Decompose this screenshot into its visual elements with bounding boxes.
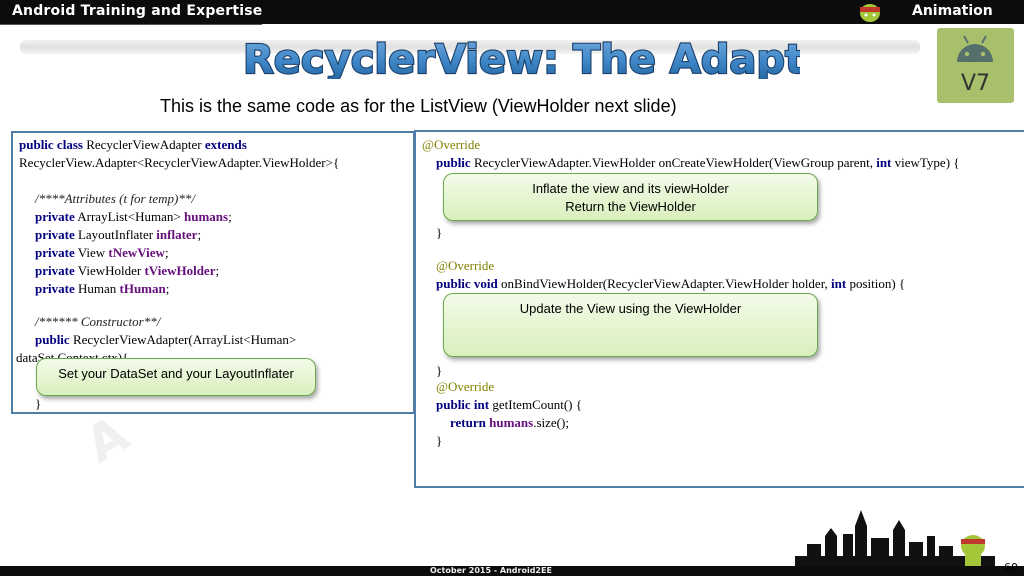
page-number: 60 <box>1004 561 1018 574</box>
code-annotation: @Override <box>422 137 481 152</box>
code-line-superclass: RecyclerView.Adapter<RecyclerViewAdapter… <box>19 155 340 170</box>
callout-text: Inflate the view and its viewHolder <box>532 181 729 196</box>
code-field-line: private Human tHuman; <box>35 281 170 296</box>
code-line-close: } <box>436 225 443 240</box>
callout-text: Update the View using the ViewHolder <box>519 301 742 316</box>
slide-title: RecyclerView: The AdapterCode RecyclerVi… <box>242 36 800 79</box>
slide-subtitle: This is the same code as for the ListVie… <box>160 96 677 116</box>
code-field-line: private ArrayList<Human> humans; <box>35 209 232 224</box>
code-comment-attributes: /****Attributes (t for temp)**/ <box>35 191 195 206</box>
code-line-close: } <box>436 433 443 448</box>
city-skyline-icon <box>795 510 995 568</box>
code-line-close: } <box>436 363 443 378</box>
footer-bar: October 2015 - Android2EE <box>0 566 1024 576</box>
svg-text:RecyclerView: The AdapterCode: RecyclerView: The AdapterCode <box>243 37 800 79</box>
code-annotation: @Override <box>436 379 495 394</box>
code-line-close: } <box>35 396 42 411</box>
oncreate-callout: Inflate the view and its viewHolder Retu… <box>443 173 818 221</box>
code-field-line: private LayoutInflater inflater; <box>35 227 202 242</box>
android-mascot-icon <box>860 4 880 22</box>
onbind-callout: Update the View using the ViewHolder <box>443 293 818 357</box>
footer-date: October 2015 - Android2EE <box>430 566 552 575</box>
code-line-oncreate: public RecyclerViewAdapter.ViewHolder on… <box>436 155 960 170</box>
android-robot-icon <box>957 35 993 62</box>
support-v7-badge: V7 <box>937 28 1014 103</box>
code-line-return: return humans.size(); <box>450 415 569 430</box>
brand-label: Android Training and Expertise <box>12 3 263 19</box>
callout-text: Set your DataSet and your LayoutInflater <box>58 366 294 381</box>
top-bar: Android Training and Expertise Animation <box>0 0 1024 24</box>
svg-text:RecyclerView: The AdapterCode: RecyclerView: The AdapterCode <box>243 37 800 79</box>
code-field-line: private ViewHolder tViewHolder; <box>35 263 220 278</box>
code-comment-constructor: /****** Constructor**/ <box>35 314 161 329</box>
code-line-onbind: public void onBindViewHolder(RecyclerVie… <box>436 276 906 291</box>
title-shadow-band <box>20 40 920 54</box>
code-line-class: public class RecyclerViewAdapter extends <box>19 137 247 152</box>
code-line-constructor: public RecyclerViewAdapter(ArrayList<Hum… <box>35 332 297 347</box>
code-annotation: @Override <box>436 258 495 273</box>
code-line-getitemcount: public int getItemCount() { <box>436 397 582 412</box>
code-field-line: private View tNewView; <box>35 245 169 260</box>
badge-label: V7 <box>961 71 991 96</box>
constructor-callout: Set your DataSet and your LayoutInflater <box>36 358 316 396</box>
header-underline <box>0 24 262 25</box>
section-label: Animation <box>912 3 993 19</box>
callout-text: Return the ViewHolder <box>565 199 696 214</box>
